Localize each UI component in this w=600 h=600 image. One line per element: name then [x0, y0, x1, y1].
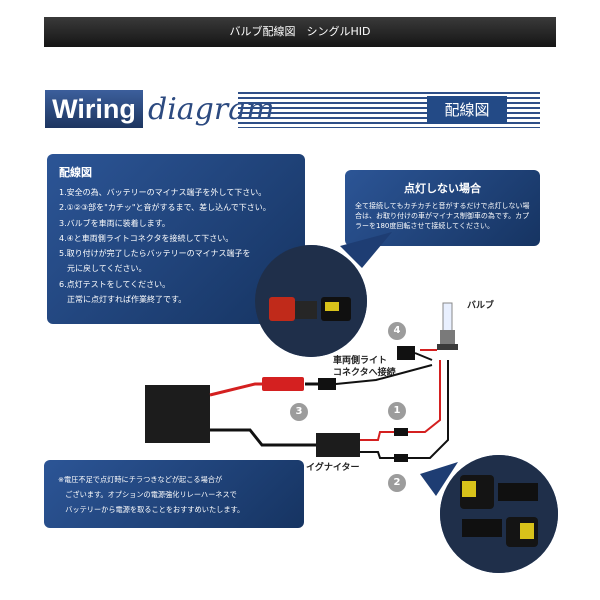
troubleshoot-body: 全て接続してもカチカチと音がするだけで点灯しない場合は、お取り付けの車がマイナス… [355, 202, 530, 230]
connector-label-line2: コネクタへ接続 [333, 368, 396, 378]
troubleshoot-panel: 点灯しない場合 全て接続してもカチカチと音がするだけで点灯しない場合は、お取り付… [345, 170, 540, 246]
instruction-step: 元に戻してください。 [59, 264, 147, 274]
marker-4: 4 [388, 322, 406, 340]
wiring-title-box: Wiring [45, 90, 143, 128]
instruction-step: 正常に点灯すれば作業終了です。 [59, 295, 187, 305]
instruction-step: 2.①②③部を"カチッ"と音がするまで、差し込んで下さい。 [59, 203, 271, 213]
instruction-step: 5.取り付けが完了したらバッテリーのマイナス端子を [59, 249, 251, 259]
wiring-word: Wiring [52, 94, 136, 124]
ballast-box [145, 385, 210, 443]
bulb-icon [437, 302, 458, 350]
bulb-label: バルブ [467, 301, 495, 311]
instructions-list: 1.安全の為、バッテリーのマイナス端子を外して下さい。 2.①②③部を"カチッ"… [59, 185, 271, 307]
igniter-box [316, 433, 360, 457]
connector-label-line1: 車両側ライト [333, 356, 388, 366]
connector-photo-top [255, 245, 367, 357]
igniter-label: イグナイター [306, 463, 360, 473]
voltage-note-line: バッテリーから電源を取ることをおすすめいたします。 [58, 505, 245, 514]
wiring-diagram-jp-title: 配線図 [427, 96, 507, 124]
instruction-step: 6.点灯テストをしてください。 [59, 279, 171, 289]
connector-photo-bottom [440, 455, 558, 573]
troubleshoot-title: 点灯しない場合 [404, 182, 481, 195]
instruction-step: 3.バルブを車両に装着します。 [59, 218, 170, 228]
connector-illustration [255, 245, 367, 357]
voltage-note-line: ※電圧不足で点灯時にチラつきなどが起こる場合が [58, 475, 223, 484]
voltage-note-lines: ※電圧不足で点灯時にチラつきなどが起こる場合が ございます。オプションの電源強化… [58, 472, 244, 517]
instruction-step: 4.④と車両側ライトコネクタを接続して下さい。 [59, 233, 234, 243]
instruction-step: 1.安全の為、バッテリーのマイナス端子を外して下さい。 [59, 188, 267, 197]
header-bar: バルブ配線図 シングルHID [44, 17, 556, 47]
voltage-note-panel: ※電圧不足で点灯時にチラつきなどが起こる場合が ございます。オプションの電源強化… [44, 460, 304, 528]
voltage-note-line: ございます。オプションの電源強化リレーハーネスで [58, 490, 237, 499]
marker-1: 1 [388, 402, 406, 420]
header-title: バルブ配線図 シングルHID [229, 25, 371, 38]
connector-illustration-2 [440, 455, 558, 573]
marker-3: 3 [290, 403, 308, 421]
marker-2: 2 [388, 474, 406, 492]
instructions-title: 配線図 [59, 166, 92, 179]
